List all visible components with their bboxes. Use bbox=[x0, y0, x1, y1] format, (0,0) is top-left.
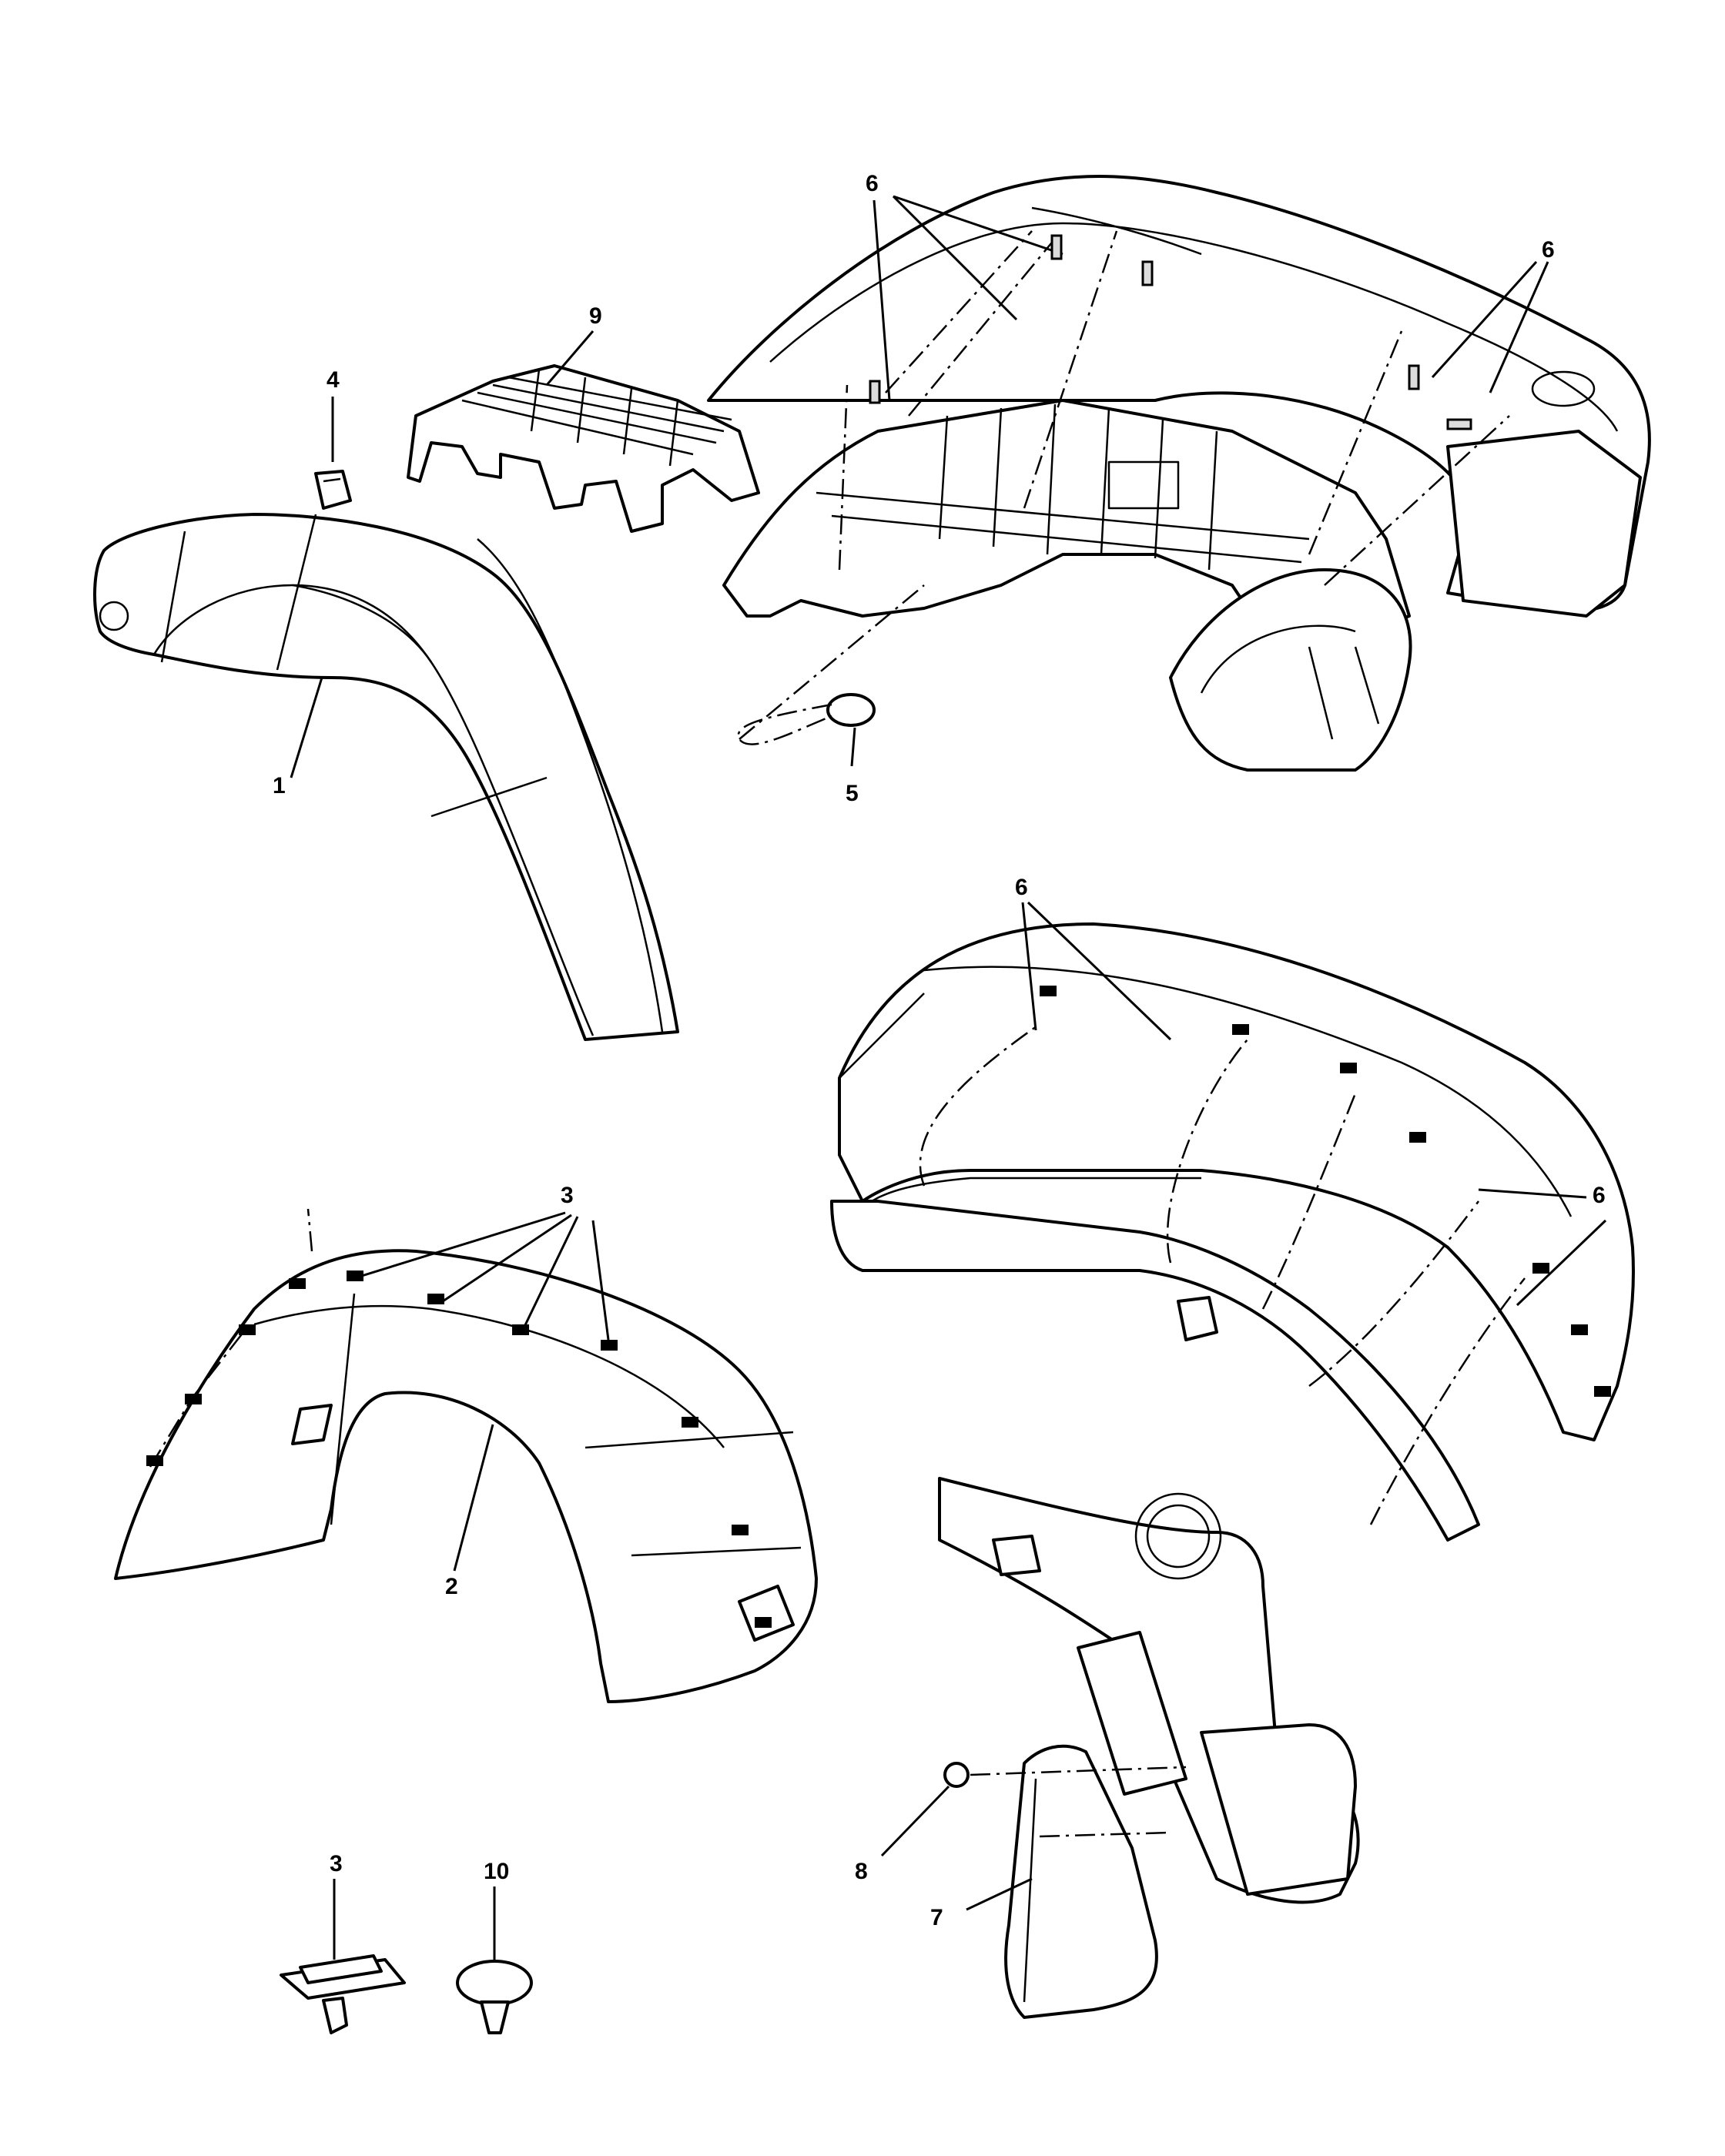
rear-bumper-fascia-lower bbox=[830, 901, 1635, 1542]
callout-8: 8 bbox=[855, 1859, 868, 1884]
callout-3-fender: 3 bbox=[561, 1183, 574, 1208]
callout-3-detail: 3 bbox=[330, 1851, 343, 1876]
callout-2: 2 bbox=[445, 1574, 458, 1599]
callout-6-upper-left: 6 bbox=[866, 171, 879, 196]
callout-4: 4 bbox=[327, 367, 340, 393]
tailgate-hinge-assembly bbox=[880, 1477, 1360, 2019]
callout-5: 5 bbox=[846, 781, 859, 806]
callout-1: 1 bbox=[273, 773, 286, 798]
rear-bumper-assembly-upper bbox=[707, 175, 1651, 772]
callout-6-upper-right: 6 bbox=[1542, 237, 1555, 263]
callout-7: 7 bbox=[930, 1905, 943, 1930]
fender-flare-rear bbox=[114, 1208, 818, 1703]
callout-10: 10 bbox=[484, 1859, 509, 1884]
callout-6-middle-top: 6 bbox=[1015, 875, 1028, 900]
fender-flare-front bbox=[93, 513, 679, 1041]
callout-6-middle-right: 6 bbox=[1593, 1183, 1606, 1208]
retainer-clip-4 bbox=[314, 397, 352, 510]
clip-3-detail bbox=[280, 1879, 406, 2034]
push-pin-10 bbox=[456, 1886, 533, 2034]
callout-9: 9 bbox=[589, 303, 602, 329]
bumper-bracket-9 bbox=[407, 330, 760, 533]
